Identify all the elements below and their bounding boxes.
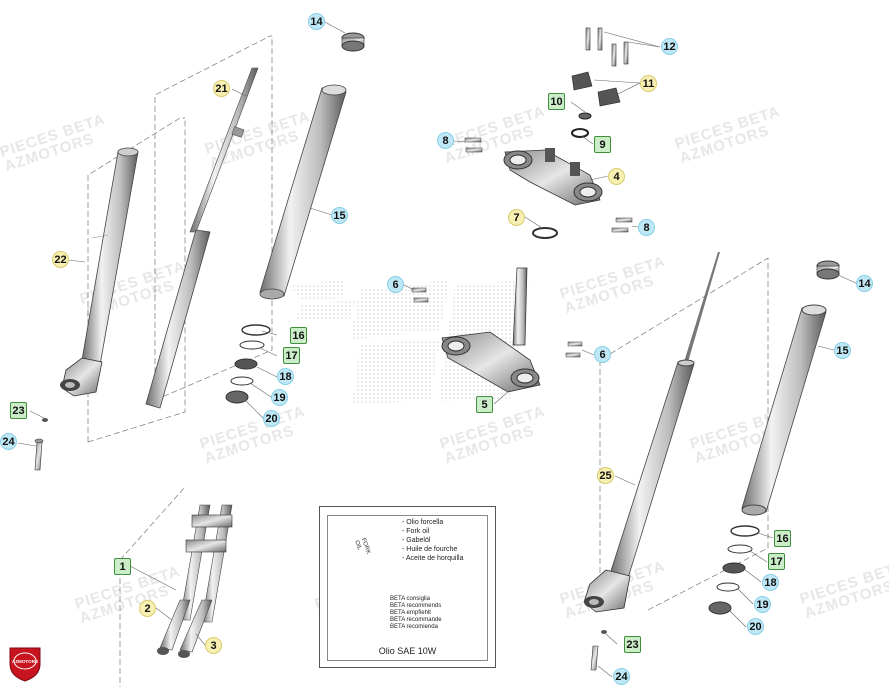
callout-14[interactable]: 14 [308,13,325,30]
fork-leg-25 [583,252,720,671]
seals-right [708,525,760,615]
oil-recommend-de: BETA empfiehlt [390,610,431,616]
callout-12[interactable]: 12 [661,38,678,55]
oil-label-de: - Gabelöl [402,537,431,544]
callout-19[interactable]: 19 [271,389,288,406]
oil-label-en: - Fork oil [402,528,430,535]
oil-recommend-it: BETA consiglia [390,596,430,602]
clamps-11 [571,71,621,107]
fork-tube-15-right [741,260,840,516]
callout-15[interactable]: 15 [331,207,348,224]
fork-assembly-1 [157,504,233,658]
leader-lines [17,21,859,678]
oil-grade: Olio SAE 10W [378,646,437,656]
callout-10[interactable]: 10 [548,93,565,110]
oil-label-fr: - Huile de fourche [402,546,458,553]
callout-22[interactable]: 22 [52,251,69,268]
fork-oil-info-frame: FORK OIL - Olio forcella - Fork oil - Ga… [327,515,488,661]
callout-18[interactable]: 18 [277,368,294,385]
callout-24[interactable]: 24 [0,433,17,450]
fork-oil-info-box: FORK OIL - Olio forcella - Fork oil - Ga… [319,506,496,668]
oil-recommend-es: BETA recomienda [390,624,438,630]
oil-label-it: - Olio forcella [402,519,444,526]
oil-recommend-en: BETA recommends [390,603,442,609]
bottom-clamp-5 [441,267,541,393]
azmotors-logo: AZMOTORS [9,647,41,682]
callout-23[interactable]: 23 [624,636,641,653]
bolts-8 [464,137,633,233]
svg-text:AZMOTORS: AZMOTORS [12,659,38,664]
callout-14[interactable]: 14 [856,275,873,292]
ring-9 [571,128,589,138]
callout-17[interactable]: 17 [283,347,300,364]
callout-25[interactable]: 25 [597,467,614,484]
bolts-12 [585,27,629,67]
callout-11[interactable]: 11 [640,75,657,92]
damper-rod-21 [145,67,259,409]
callout-20[interactable]: 20 [263,410,280,427]
callout-9[interactable]: 9 [594,136,611,153]
callout-19[interactable]: 19 [754,596,771,613]
callout-5[interactable]: 5 [476,396,493,413]
callout-21[interactable]: 21 [213,80,230,97]
fork-cap-14-left [341,32,365,52]
fork-tube-15-left [259,84,347,300]
washer-7 [532,227,558,239]
part-23-24 [34,418,48,471]
callout-6[interactable]: 6 [594,346,611,363]
callout-6[interactable]: 6 [387,276,404,293]
callout-1[interactable]: 1 [114,558,131,575]
callout-2[interactable]: 2 [139,600,156,617]
seals-left [225,324,271,404]
washer-10 [578,112,592,120]
callout-24[interactable]: 24 [613,668,630,685]
bolts-6 [411,287,583,358]
callout-8[interactable]: 8 [638,219,655,236]
oil-label-es: - Aceite de horquilla [402,555,464,562]
callout-20[interactable]: 20 [747,618,764,635]
fork-leg-22 [60,147,139,397]
callout-8[interactable]: 8 [437,132,454,149]
oil-recommend-fr: BETA recommande [390,617,442,623]
callout-16[interactable]: 16 [290,327,307,344]
callout-15[interactable]: 15 [834,342,851,359]
callout-16[interactable]: 16 [774,530,791,547]
callout-17[interactable]: 17 [768,553,785,570]
callout-23[interactable]: 23 [10,402,27,419]
callout-3[interactable]: 3 [205,637,222,654]
top-clamp-4 [503,148,603,206]
callout-4[interactable]: 4 [608,168,625,185]
callout-7[interactable]: 7 [508,209,525,226]
oil-can-label: FORK OIL [353,537,372,556]
callout-18[interactable]: 18 [762,574,779,591]
